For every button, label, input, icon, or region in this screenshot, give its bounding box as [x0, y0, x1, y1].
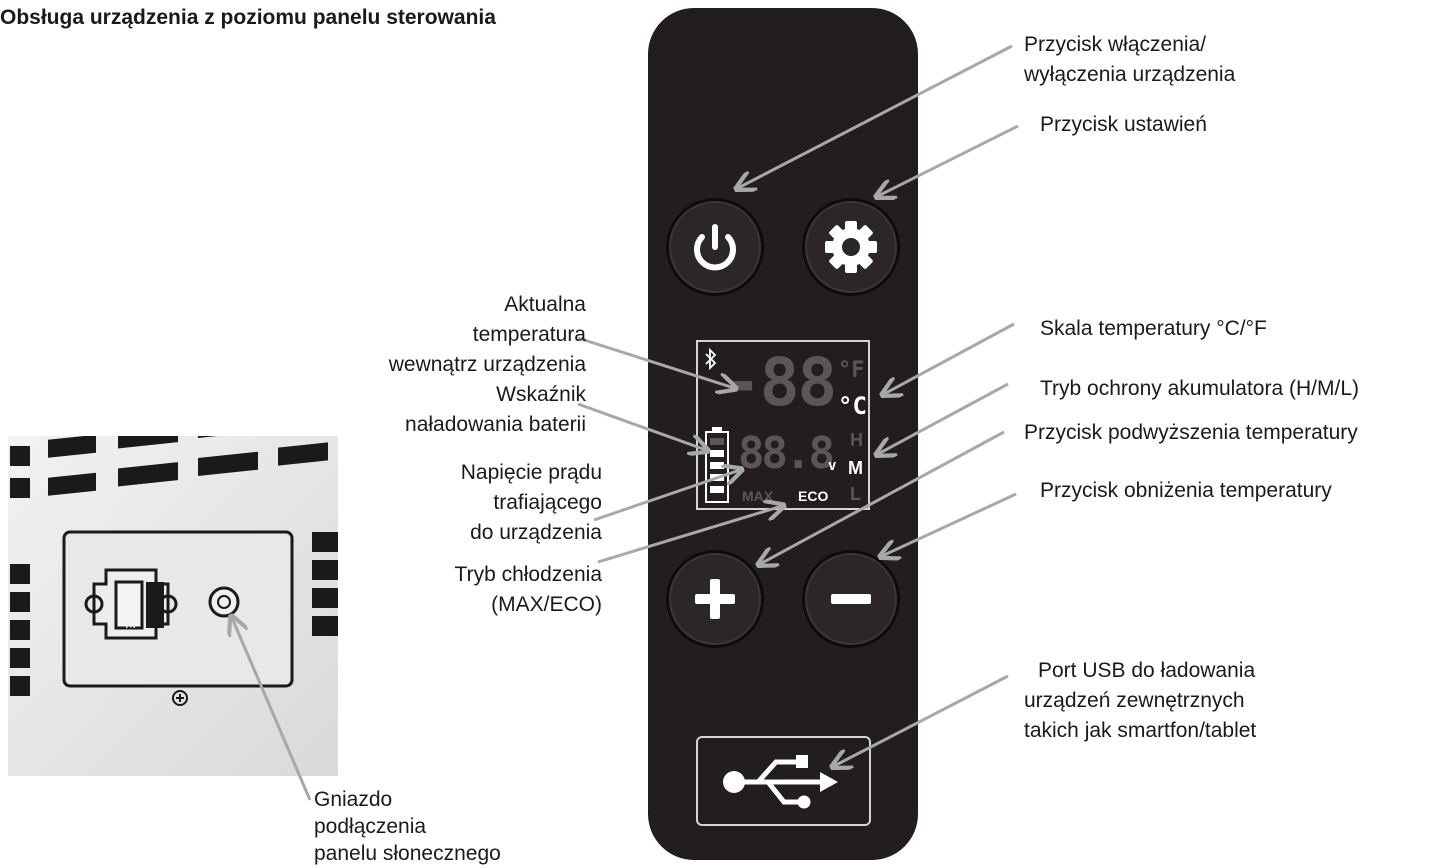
temp-up-button[interactable] [669, 553, 761, 645]
level-l: L [850, 484, 861, 504]
plus-icon [695, 579, 735, 619]
device-side-illustration: FUSE [8, 436, 338, 776]
control-panel [648, 8, 918, 860]
label-settings: Przycisk ustawień [1040, 113, 1207, 136]
level-m: M [848, 458, 863, 478]
settings-button[interactable] [805, 201, 897, 293]
unit-celsius: °C [838, 392, 867, 420]
minus-icon [831, 594, 871, 604]
voltage-unit: v [828, 458, 837, 474]
mode-eco: ECO [798, 488, 829, 504]
label-cooling-mode: Tryb chłodzenia(MAX/ECO) [454, 563, 602, 616]
bluetooth-icon [705, 348, 717, 370]
label-temperature-scale: Skala temperatury °C/°F [1040, 317, 1267, 340]
page-title: Obsługa urządzenia z poziomu panelu ster… [0, 6, 496, 29]
voltage-readout: 88.8 [738, 428, 835, 479]
label-temp-up: Przycisk podwyższenia temperatury [1024, 421, 1358, 444]
usb-icon [723, 755, 838, 809]
label-temp-down: Przycisk obniżenia temperatury [1040, 479, 1332, 502]
unit-fahrenheit: °F [838, 358, 865, 383]
level-h: H [850, 430, 863, 450]
temp-down-button[interactable] [805, 553, 897, 645]
usb-port[interactable] [696, 736, 871, 826]
gear-icon [825, 221, 877, 273]
power-button[interactable] [669, 201, 761, 293]
label-battery-protection: Tryb ochrony akumulatora (H/M/L) [1040, 377, 1359, 400]
label-power: Przycisk włączenia/wyłączenia urządzenia [1024, 33, 1236, 86]
power-icon [694, 224, 736, 271]
